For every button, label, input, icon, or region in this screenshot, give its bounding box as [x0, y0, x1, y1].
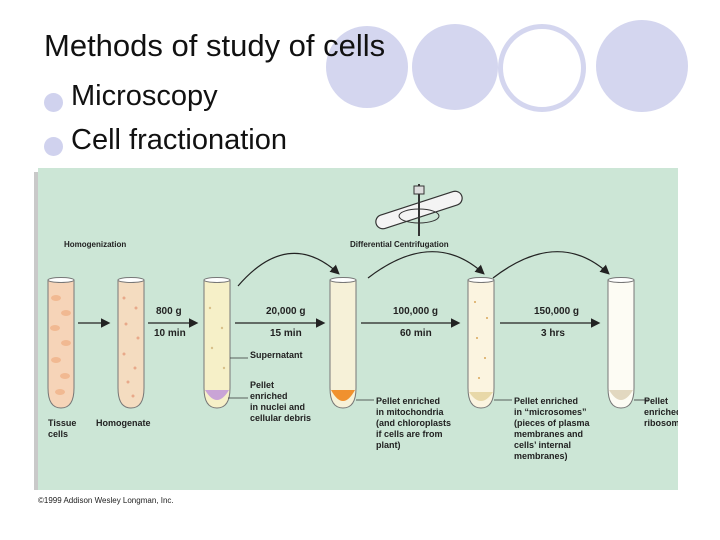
- bullet-label: Cell fractionation: [71, 124, 287, 156]
- decor-circle-3: [596, 20, 688, 112]
- homogenization-heading: Homogenization: [64, 240, 126, 249]
- tube-step-4: [607, 277, 635, 409]
- tube-step-2: [329, 277, 357, 409]
- step-2-time: 15 min: [270, 328, 302, 339]
- step-1-force: 800 g: [156, 306, 182, 317]
- figure-shadow: [34, 172, 40, 490]
- tube-homogenate: [117, 277, 145, 409]
- fractionation-diagram: Homogenization Differential Centrifugati…: [47, 184, 692, 461]
- slide-title: Methods of study of cells: [44, 28, 386, 63]
- transfer-arrow-1: [237, 252, 340, 287]
- copyright-credit: ©1999 Addison Wesley Longman, Inc.: [38, 496, 174, 505]
- decor-circle-1: [326, 26, 408, 108]
- bullet-dot-icon: [44, 137, 63, 156]
- transfer-arrow-2: [367, 251, 485, 279]
- decor-ring-1: [498, 24, 586, 112]
- step-2-force: 20,000 g: [266, 306, 305, 317]
- step-3-force: 100,000 g: [393, 306, 438, 317]
- differential-centrifugation-heading: Differential Centrifugation: [350, 240, 449, 249]
- bullet-label: Microscopy: [71, 80, 218, 112]
- tube-tissue: [47, 277, 75, 409]
- transfer-arrow-3: [492, 251, 610, 279]
- centrifuge-rotor-icon: [375, 184, 463, 236]
- tube-step-1: [203, 277, 231, 409]
- tube-step-3: [467, 277, 495, 409]
- step-4-time: 3 hrs: [541, 328, 565, 339]
- step-3-time: 60 min: [400, 328, 432, 339]
- supernatant-label: Supernatant: [250, 350, 303, 360]
- decor-circle-2: [412, 24, 498, 110]
- step-1-time: 10 min: [154, 328, 186, 339]
- homogenate-label: Homogenate: [96, 418, 151, 428]
- cell-fractionation-figure: Homogenization Differential Centrifugati…: [38, 168, 692, 490]
- step-4-force: 150,000 g: [534, 306, 579, 317]
- bullet-dot-icon: [44, 93, 63, 112]
